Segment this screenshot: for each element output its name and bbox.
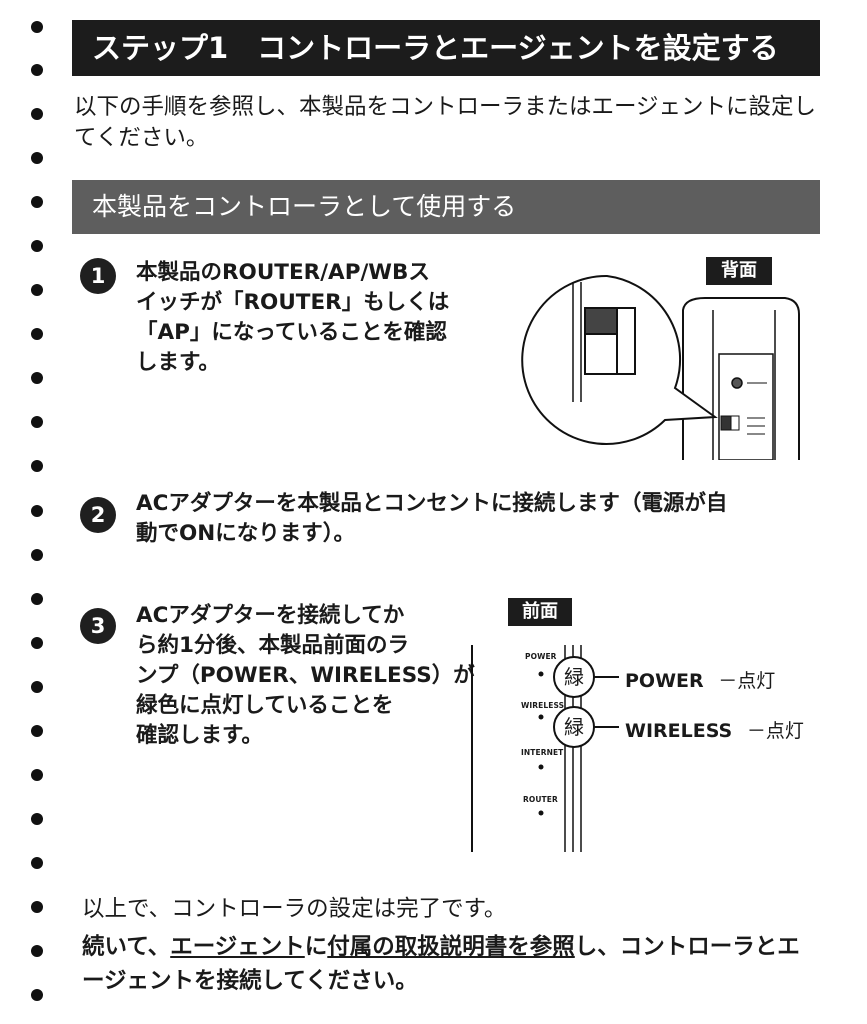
green-indicator-wireless: 緑 xyxy=(553,706,595,748)
step-1-line: 本製品のROUTER/AP/WBス xyxy=(136,260,430,285)
manual-reference-link[interactable]: 付属の取扱説明書を参照 xyxy=(327,934,575,960)
callout-wireless: WIRELESS －点灯 xyxy=(625,716,804,743)
step-3-number: 3 xyxy=(80,608,116,644)
step-3-line: 確認します。 xyxy=(136,723,263,748)
step-1-line: します。 xyxy=(136,350,220,375)
binder-hole xyxy=(31,857,43,869)
binder-hole xyxy=(31,505,43,517)
rear-label: 背面 xyxy=(706,257,772,285)
callout-power-state: －点灯 xyxy=(718,670,776,692)
binder-holes xyxy=(0,0,60,1024)
section-title: 本製品をコントローラとして使用する xyxy=(72,180,820,234)
next-step-part: に xyxy=(304,934,328,960)
binder-hole xyxy=(31,108,43,120)
binder-hole xyxy=(31,989,43,1001)
callout-power: POWER －点灯 xyxy=(625,666,775,693)
intro-text: 以下の手順を参照し、本製品をコントローラまたはエージェントに設定してください。 xyxy=(74,94,817,151)
binder-hole xyxy=(31,901,43,913)
callout-power-name: POWER xyxy=(625,670,704,692)
binder-hole xyxy=(31,945,43,957)
callout-leaders xyxy=(593,676,619,728)
step-2-line: 動でONになります）。 xyxy=(136,521,356,546)
page-title: ステップ1 コントローラとエージェントを設定する xyxy=(72,20,820,76)
step-3-line: ACアダプターを接続してか xyxy=(136,603,405,628)
binder-hole xyxy=(31,240,43,252)
green-indicator-power: 緑 xyxy=(553,656,595,698)
binder-hole xyxy=(31,637,43,649)
step-3-line: 緑色に点灯していることを xyxy=(136,693,394,718)
completion-text: 以上で、コントローラの設定は完了です。 xyxy=(82,896,507,922)
binder-hole xyxy=(31,328,43,340)
front-label: 前面 xyxy=(508,598,572,626)
binder-hole xyxy=(31,769,43,781)
binder-hole xyxy=(31,681,43,693)
binder-hole xyxy=(31,284,43,296)
binder-hole xyxy=(31,460,43,472)
step-3-line: ンプ（POWER、WIRELESS）が xyxy=(136,663,475,688)
lamp-label-wireless: WIRELESS xyxy=(521,701,565,710)
step-1-text: 本製品のROUTER/AP/WBス イッチが「ROUTER」もしくは 「AP」に… xyxy=(136,258,496,378)
binder-hole xyxy=(31,372,43,384)
step-2-number: 2 xyxy=(80,497,116,533)
step-1-line: イッチが「ROUTER」もしくは xyxy=(136,290,450,315)
step-3-line: ら約1分後、本製品前面のラ xyxy=(136,633,409,658)
binder-hole xyxy=(31,64,43,76)
lamp-label-internet: INTERNET xyxy=(521,748,564,757)
binder-hole xyxy=(31,549,43,561)
next-step-part: 続いて、 xyxy=(82,934,171,960)
binder-hole xyxy=(31,196,43,208)
step-2-text: ACアダプターを本製品とコンセントに接続します（電源が自 動でONになります）。 xyxy=(136,489,826,549)
step-2-line: ACアダプターを本製品とコンセントに接続します（電源が自 xyxy=(136,491,728,516)
binder-hole xyxy=(31,725,43,737)
next-step-part: し、コントローラとエージェントを接続してください。 xyxy=(82,934,800,994)
lamp-label-power: POWER xyxy=(525,652,557,661)
binder-hole xyxy=(31,593,43,605)
rear-switch-illustration xyxy=(521,274,800,460)
lamp-label-router: ROUTER xyxy=(523,795,558,804)
callout-wireless-name: WIRELESS xyxy=(625,720,733,742)
binder-hole xyxy=(31,416,43,428)
agent-link[interactable]: エージェント xyxy=(170,934,305,960)
binder-hole xyxy=(31,21,43,33)
step-1-line: 「AP」になっていることを確認 xyxy=(136,320,447,345)
step-3-text: ACアダプターを接続してか ら約1分後、本製品前面のラ ンプ（POWER、WIR… xyxy=(136,601,476,751)
next-step-text: 続いて、エージェントに付属の取扱説明書を参照し、コントローラとエージェントを接続… xyxy=(82,930,822,998)
binder-hole xyxy=(31,152,43,164)
step-1-number: 1 xyxy=(80,258,116,294)
callout-wireless-state: －点灯 xyxy=(746,720,804,742)
binder-hole xyxy=(31,813,43,825)
